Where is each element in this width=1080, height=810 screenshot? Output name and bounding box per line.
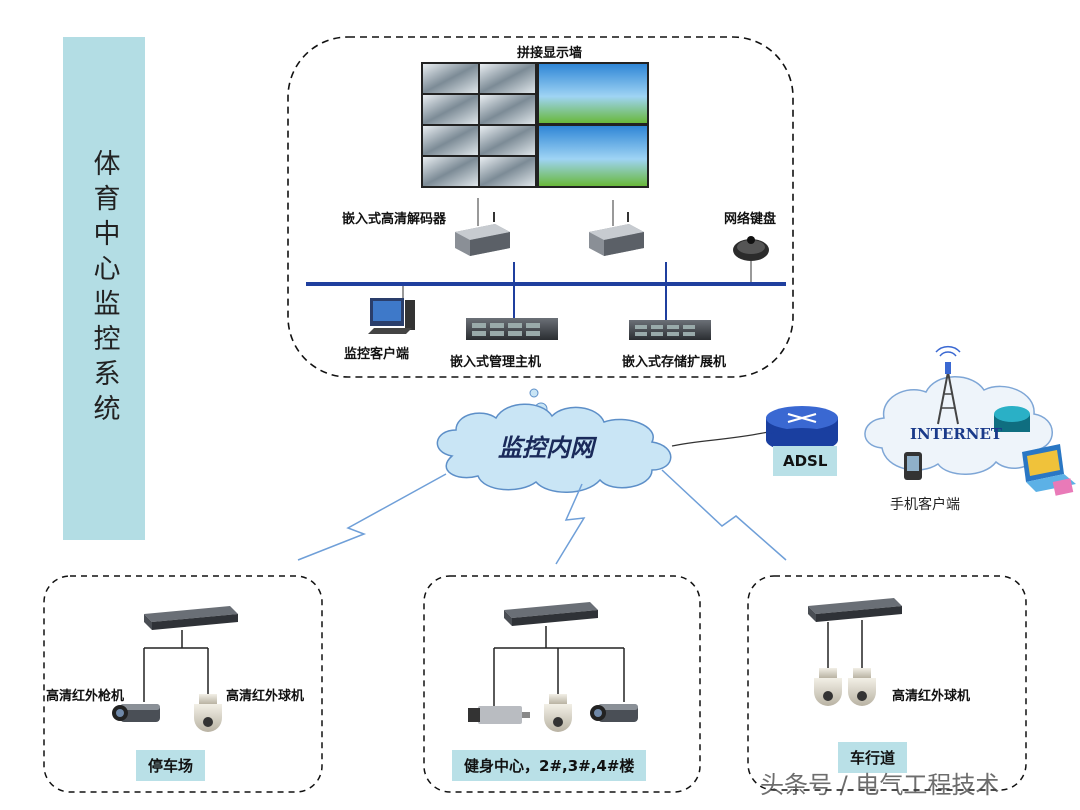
system-title: 体育中心监控系统: [88, 148, 120, 429]
road-dome-camera-1: [814, 668, 842, 706]
side-banner: 体育中心监控系统: [63, 37, 145, 540]
link-road: [661, 469, 787, 561]
video-wall: [421, 62, 649, 188]
storage-expander: [629, 320, 711, 340]
laptop: [1022, 444, 1076, 496]
keyboard-label: 网络键盘: [724, 212, 777, 227]
road-dome-camera-label: 高清红外球机: [892, 689, 971, 704]
internet-cloud: [864, 376, 1053, 475]
decoder-1: [455, 212, 510, 256]
gym-bullet-camera: [590, 704, 638, 722]
storage-label: 嵌入式存储扩展机: [622, 355, 727, 370]
decoder-label: 嵌入式高清解码器: [342, 212, 447, 227]
parking-zone-boundary: [43, 575, 323, 793]
adsl-link: [671, 431, 769, 447]
road-zone-boundary: [747, 575, 1027, 791]
adsl-label: ADSL: [773, 446, 838, 476]
client-pc: [368, 298, 415, 334]
gym-switch: [504, 602, 598, 626]
gym-zone-boundary: [423, 575, 701, 793]
management-host: [466, 318, 558, 340]
link-parking: [297, 473, 447, 561]
parking-bullet-camera-label: 高清红外枪机: [46, 689, 125, 704]
parking-dome-camera: [194, 694, 222, 732]
client-label: 监控客户端: [344, 347, 410, 362]
intranet-cloud: [436, 403, 672, 493]
gym-dome-camera: [544, 694, 572, 732]
control-room-boundary: [287, 36, 794, 378]
mobile-phone: [904, 452, 922, 480]
internet-label: INTERNET: [910, 425, 1003, 443]
parking-bullet-camera: [112, 704, 160, 722]
cell-tower: [935, 345, 961, 425]
parking-zone-name: 停车场: [136, 750, 206, 781]
gym-zone-name: 健身中心，2#,3#,4#楼: [452, 750, 647, 781]
parking-dome-camera-label: 高清红外球机: [226, 689, 305, 704]
decoder-2: [589, 212, 644, 256]
network-keyboard: [733, 236, 769, 283]
watermark: 头条号 / 电气工程技术: [760, 771, 1000, 799]
parking-switch: [144, 606, 238, 630]
road-zone-name: 车行道: [838, 742, 908, 773]
gym-box-camera: [468, 706, 530, 724]
intranet-label: 监控内网: [498, 433, 594, 462]
link-gym: [555, 483, 586, 565]
road-switch: [808, 598, 902, 622]
mobile-client-label: 手机客户端: [890, 497, 960, 513]
internet-router: [994, 406, 1030, 432]
road-dome-camera-2: [848, 668, 876, 706]
host-label: 嵌入式管理主机: [450, 355, 542, 370]
video-wall-label: 拼接显示墙: [517, 46, 583, 61]
